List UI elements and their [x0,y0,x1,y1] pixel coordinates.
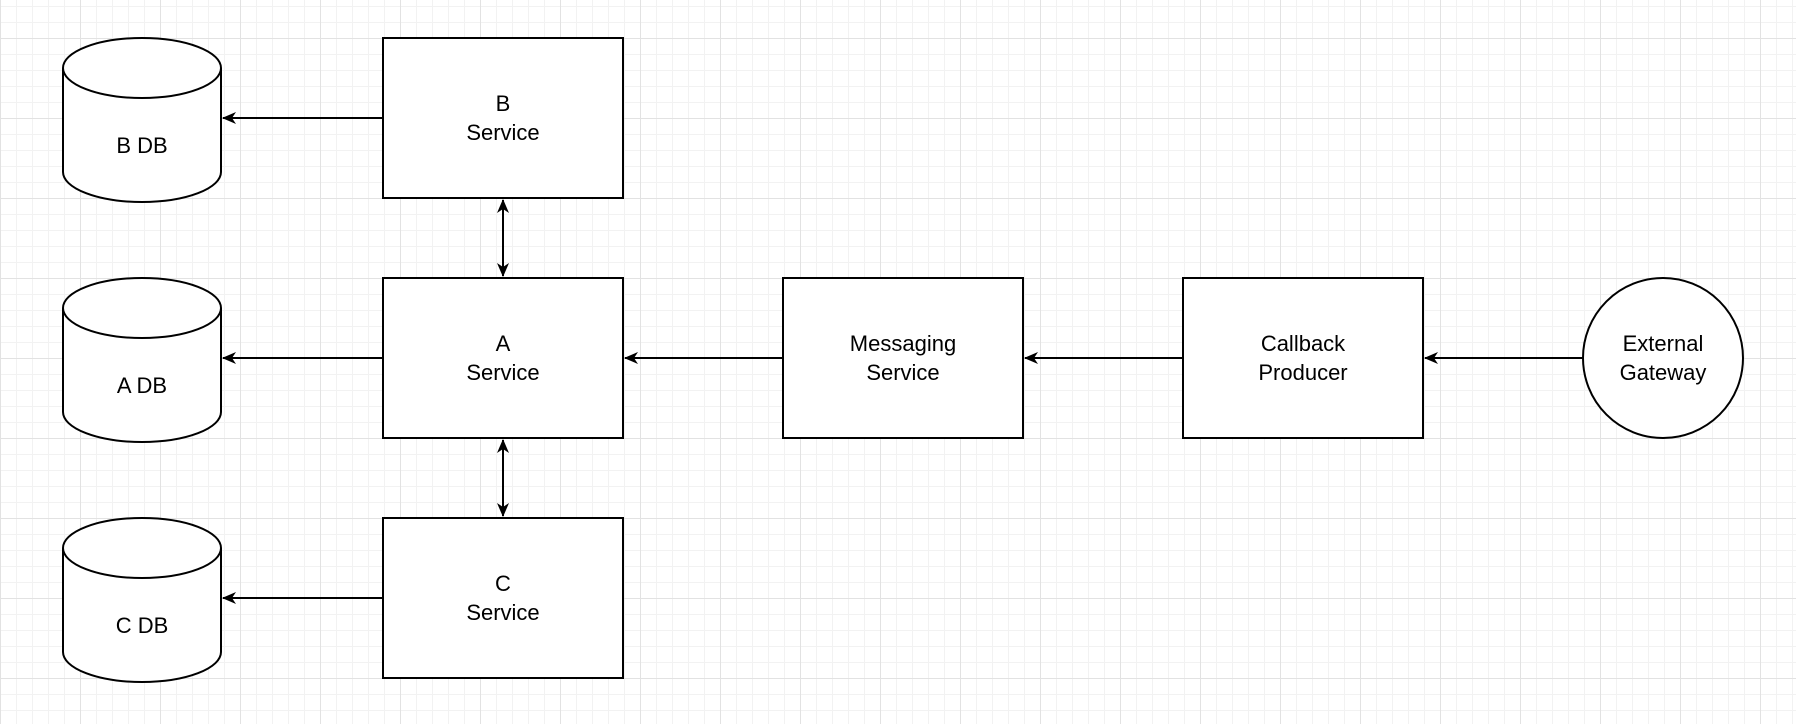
c-db-label: C DB [115,612,169,638]
callback-producer-label: Callback Producer [1258,331,1348,385]
c-service-label: C Service [466,571,540,625]
c-db-shape[interactable] [62,517,222,683]
b-db-shape[interactable] [62,37,222,203]
a-service-label: A Service [466,331,540,385]
messaging-service-label: Messaging Service [849,331,957,385]
external-gateway-label: External Gateway [1619,331,1707,385]
callback-producer-shape[interactable] [1182,277,1424,439]
b-service-label: B Service [466,91,540,145]
a-db-shape[interactable] [62,277,222,443]
messaging-service-shape[interactable] [782,277,1024,439]
b-service-shape[interactable] [382,37,624,199]
b-db-label: B DB [116,132,168,158]
a-db-label: A DB [116,372,168,398]
